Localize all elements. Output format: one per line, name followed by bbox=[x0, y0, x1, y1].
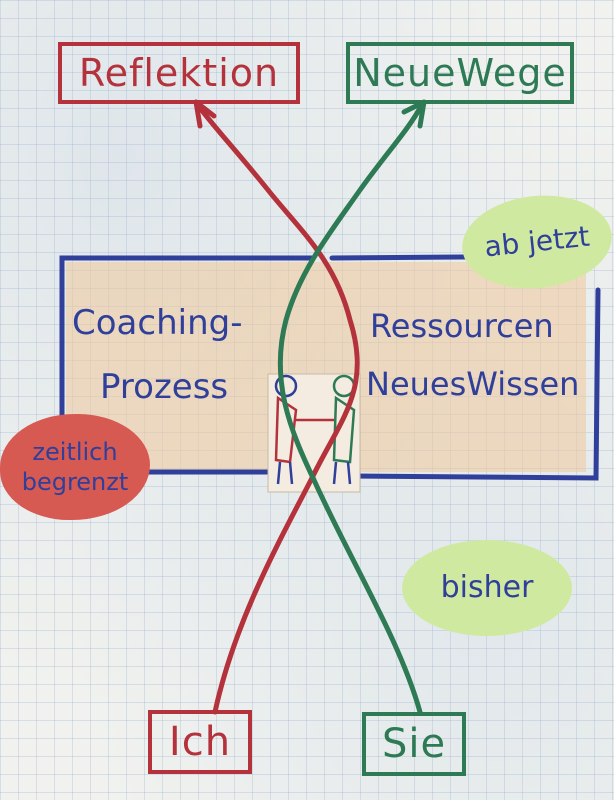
bisher-label: bisher bbox=[440, 570, 534, 605]
arrowhead-reflektion bbox=[193, 99, 217, 129]
reflektion-box: Reflektion bbox=[58, 42, 300, 104]
ich-label: Ich bbox=[168, 719, 232, 765]
ressourcen-label: Ressourcen bbox=[370, 307, 554, 345]
begrenzt-label: begrenzt bbox=[21, 468, 129, 496]
sie-box: Sie bbox=[362, 712, 466, 776]
arrow-sie-to-neue-wege bbox=[277, 105, 423, 715]
prozess-label: Prozess bbox=[100, 367, 229, 407]
neues-wissen-label: NeuesWissen bbox=[366, 365, 580, 403]
reflektion-label: Reflektion bbox=[78, 51, 280, 95]
arrow-ich-to-reflektion bbox=[197, 105, 360, 715]
neue-wege-box: NeueWege bbox=[346, 42, 574, 104]
ich-box: Ich bbox=[148, 710, 252, 774]
zeitlich-label: zeitlich bbox=[32, 438, 118, 466]
zeitlich-begrenzt-blob: zeitlich begrenzt bbox=[0, 414, 150, 520]
neue-wege-label: NeueWege bbox=[353, 51, 567, 95]
process-frame-left bbox=[59, 255, 315, 475]
ab-jetzt-label: ab jetzt bbox=[482, 219, 592, 264]
coaching-label: Coaching- bbox=[72, 303, 243, 343]
bisher-blob: bisher bbox=[402, 540, 572, 636]
sie-label: Sie bbox=[381, 721, 447, 767]
